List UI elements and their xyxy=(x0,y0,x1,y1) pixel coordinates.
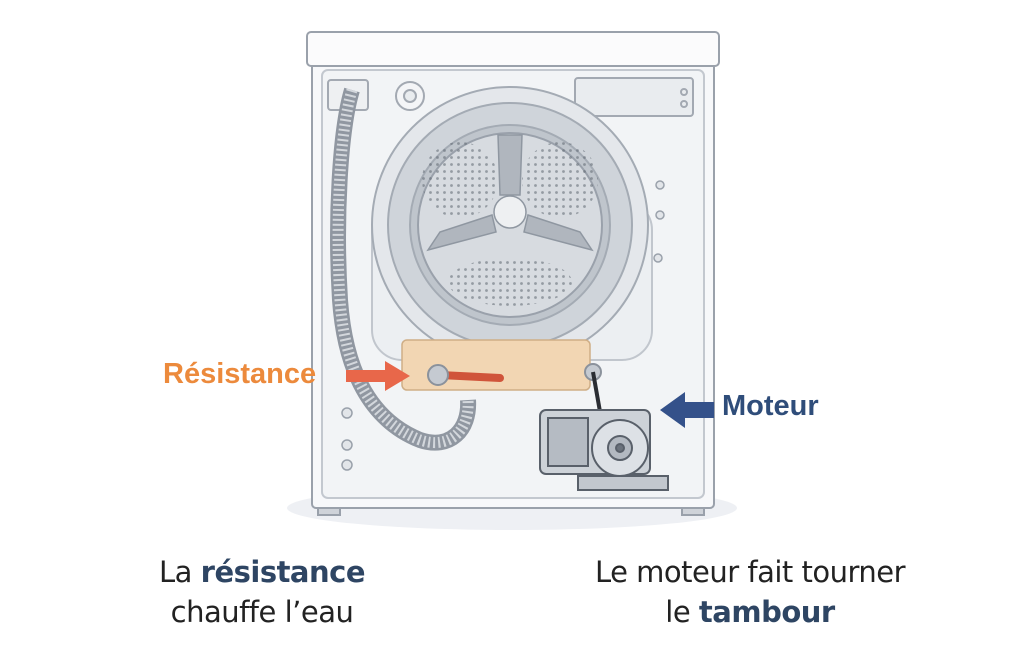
side-screws xyxy=(341,180,665,471)
motor xyxy=(539,371,669,491)
drum-holes xyxy=(422,142,598,306)
caption-resistance: La résistance chauffe l’eau xyxy=(112,552,412,632)
drum-paddles xyxy=(426,134,594,252)
resistance-label: Résistance xyxy=(163,358,317,390)
caption-left-prefix: La xyxy=(158,555,201,589)
control-panel xyxy=(327,77,694,117)
caption-right-prefix: le xyxy=(665,595,699,629)
motor-label: Moteur xyxy=(722,390,819,422)
caption-left-bold: résistance xyxy=(200,555,366,589)
drain-hose xyxy=(330,87,477,451)
caption-motor: Le moteur fait tourner le tambour xyxy=(560,552,940,632)
caption-left-line2: chauffe l’eau xyxy=(170,595,354,629)
caption-right-line1: Le moteur fait tourner xyxy=(594,555,906,589)
resistance-arrow xyxy=(346,361,410,391)
caption-right-bold: tambour xyxy=(698,595,835,629)
heating-element xyxy=(401,339,602,391)
motor-arrow xyxy=(660,392,714,428)
